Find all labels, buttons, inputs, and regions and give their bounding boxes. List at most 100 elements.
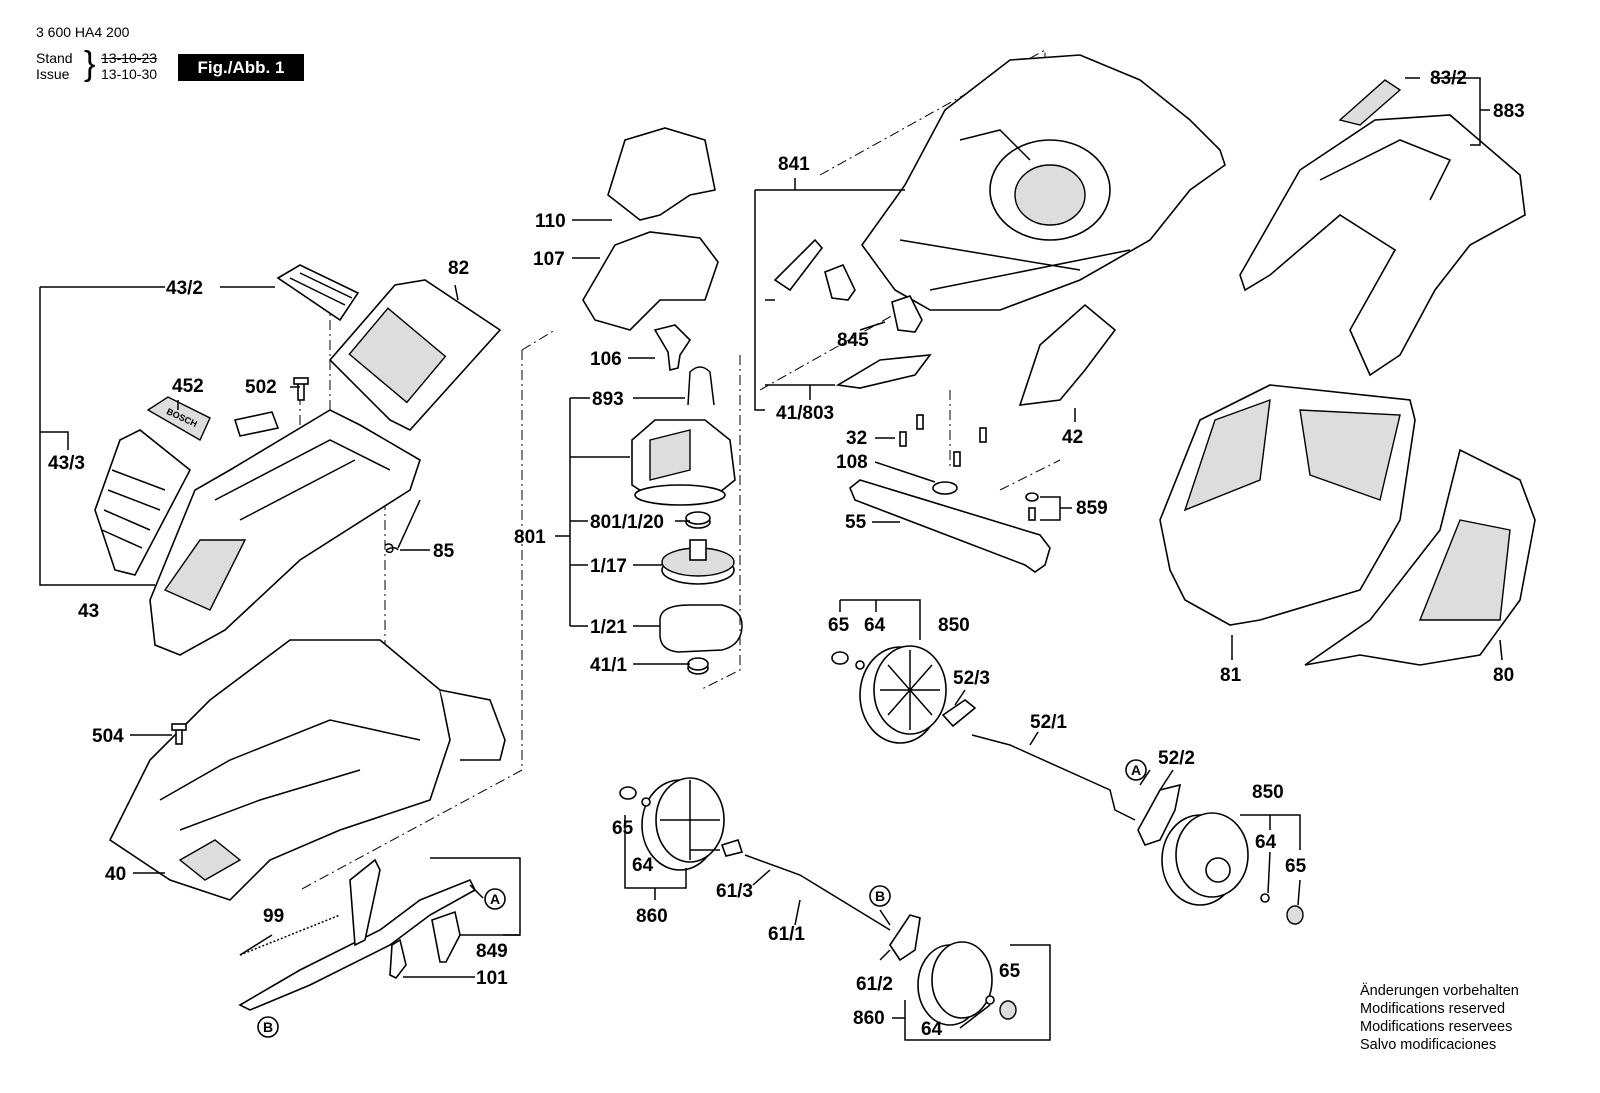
label-52-3: 52/3 [953, 668, 990, 689]
label-64-a: 64 [864, 615, 886, 636]
label-106: 106 [590, 349, 622, 370]
wheel-860-a [641, 777, 725, 871]
label-64-d: 64 [921, 1019, 943, 1040]
screw-502 [293, 377, 309, 401]
keypad [348, 307, 447, 404]
cover-110 [607, 127, 716, 221]
spring-85 [384, 499, 421, 554]
label-850-a: 850 [938, 615, 970, 636]
wheel-850-b [1161, 812, 1249, 906]
ref-b-2: B [875, 888, 885, 904]
label-65-a: 65 [828, 615, 850, 636]
ref-circle-b-2 [869, 885, 891, 907]
ref-circle-b-1 [257, 1016, 279, 1038]
ref-b-1: B [263, 1019, 273, 1035]
axle-61-1 [720, 839, 891, 931]
label-107: 107 [533, 249, 565, 270]
fasteners-859 [1025, 492, 1039, 521]
label-801-1-20: 801/1/20 [590, 512, 664, 533]
spring-99 [239, 914, 341, 956]
label-845: 845 [837, 330, 869, 351]
deck-40 [108, 639, 506, 901]
bracket-893 [687, 366, 715, 406]
label-61-3: 61/3 [716, 881, 753, 902]
label-80: 80 [1493, 665, 1514, 686]
label-64-b: 64 [1255, 832, 1277, 853]
reference-markers: A A B B [257, 759, 1147, 1038]
label-43: 43 [78, 601, 99, 622]
bracket-61-2 [889, 914, 921, 962]
bearing-41-1 [687, 657, 709, 675]
label-859: 859 [1076, 498, 1108, 519]
ref-circle-a-2 [1125, 759, 1147, 781]
ref-circle-a-1 [484, 888, 506, 910]
clips-845 [824, 263, 923, 333]
ref-a-1: A [490, 891, 500, 907]
front-grille-43-3 [94, 429, 192, 576]
issue-date: 13-10-30 [101, 66, 158, 82]
wheel-850-a [859, 645, 947, 744]
label-43-2: 43/2 [166, 278, 203, 299]
lid-883 [1239, 114, 1526, 377]
label-65-c: 65 [612, 818, 634, 839]
issue-label: Issue [36, 66, 70, 82]
stand-label: Stand [36, 50, 73, 66]
note-line-en: Modifications reserved [1360, 1001, 1506, 1017]
label-1-21: 1/21 [590, 617, 627, 638]
label-883: 883 [1493, 101, 1525, 122]
label-893: 893 [592, 389, 624, 410]
part-106 [653, 324, 692, 371]
label-504: 504 [92, 726, 124, 747]
label-108: 108 [836, 452, 868, 473]
document-number: 3 600 HA4 200 [36, 24, 130, 40]
label-61-2: 61/2 [856, 974, 893, 995]
blade-55 [849, 479, 1051, 573]
label-860-b: 860 [853, 1008, 885, 1029]
hub-65-64-d [985, 995, 1017, 1020]
label-61-1: 61/1 [768, 924, 805, 945]
label-41-1: 41/1 [590, 655, 627, 676]
note-line-fr: Modifications reservees [1360, 1019, 1513, 1035]
note-line-de: Änderungen vorbehalten [1360, 983, 1519, 999]
label-502: 502 [245, 377, 277, 398]
label-860-a: 860 [636, 906, 668, 927]
label-850-b: 850 [1252, 782, 1284, 803]
link-52-3 [941, 699, 977, 728]
label-32: 32 [846, 428, 867, 449]
upper-housing-43 [149, 409, 421, 656]
hub-65-64-a [831, 651, 865, 670]
label-55: 55 [845, 512, 867, 533]
pulley-1-17 [661, 539, 735, 585]
figure-badge: Fig./Abb. 1 [178, 54, 304, 81]
label-65-b: 65 [1285, 856, 1307, 877]
label-801: 801 [514, 527, 546, 548]
belt-1-21 [659, 604, 743, 653]
label-849: 849 [476, 941, 508, 962]
chassis-841 [861, 54, 1226, 311]
washer-108 [932, 481, 958, 495]
label-82: 82 [448, 258, 469, 279]
motor-801 [631, 419, 736, 506]
label-52-2: 52/2 [1158, 748, 1195, 769]
side-cover-80 [1304, 448, 1536, 666]
grille-41-803 [773, 238, 932, 389]
grip-83-2 [1338, 79, 1402, 126]
wheel-860-b [917, 941, 993, 1026]
label-81: 81 [1220, 665, 1242, 686]
hub-65-64-c [619, 786, 651, 807]
label-452: 452 [172, 376, 204, 397]
stand-date: 13-10-23 [101, 50, 158, 66]
bosch-badge-452: BOSCH [146, 396, 211, 441]
label-110: 110 [535, 211, 566, 232]
label-64-c: 64 [632, 855, 654, 876]
label-41-803: 41/803 [776, 403, 834, 424]
hub-64-65-b [1260, 893, 1304, 925]
label-52-1: 52/1 [1030, 712, 1067, 733]
label-101: 101 [476, 968, 508, 989]
label-40: 40 [105, 864, 126, 885]
housing-107 [582, 231, 719, 331]
part-labels: 43/2 82 452 502 43/3 85 43 504 40 99 849… [48, 68, 1525, 1040]
cover-82 [328, 279, 502, 431]
label-65-d: 65 [999, 961, 1021, 982]
cover-42 [1018, 303, 1117, 406]
